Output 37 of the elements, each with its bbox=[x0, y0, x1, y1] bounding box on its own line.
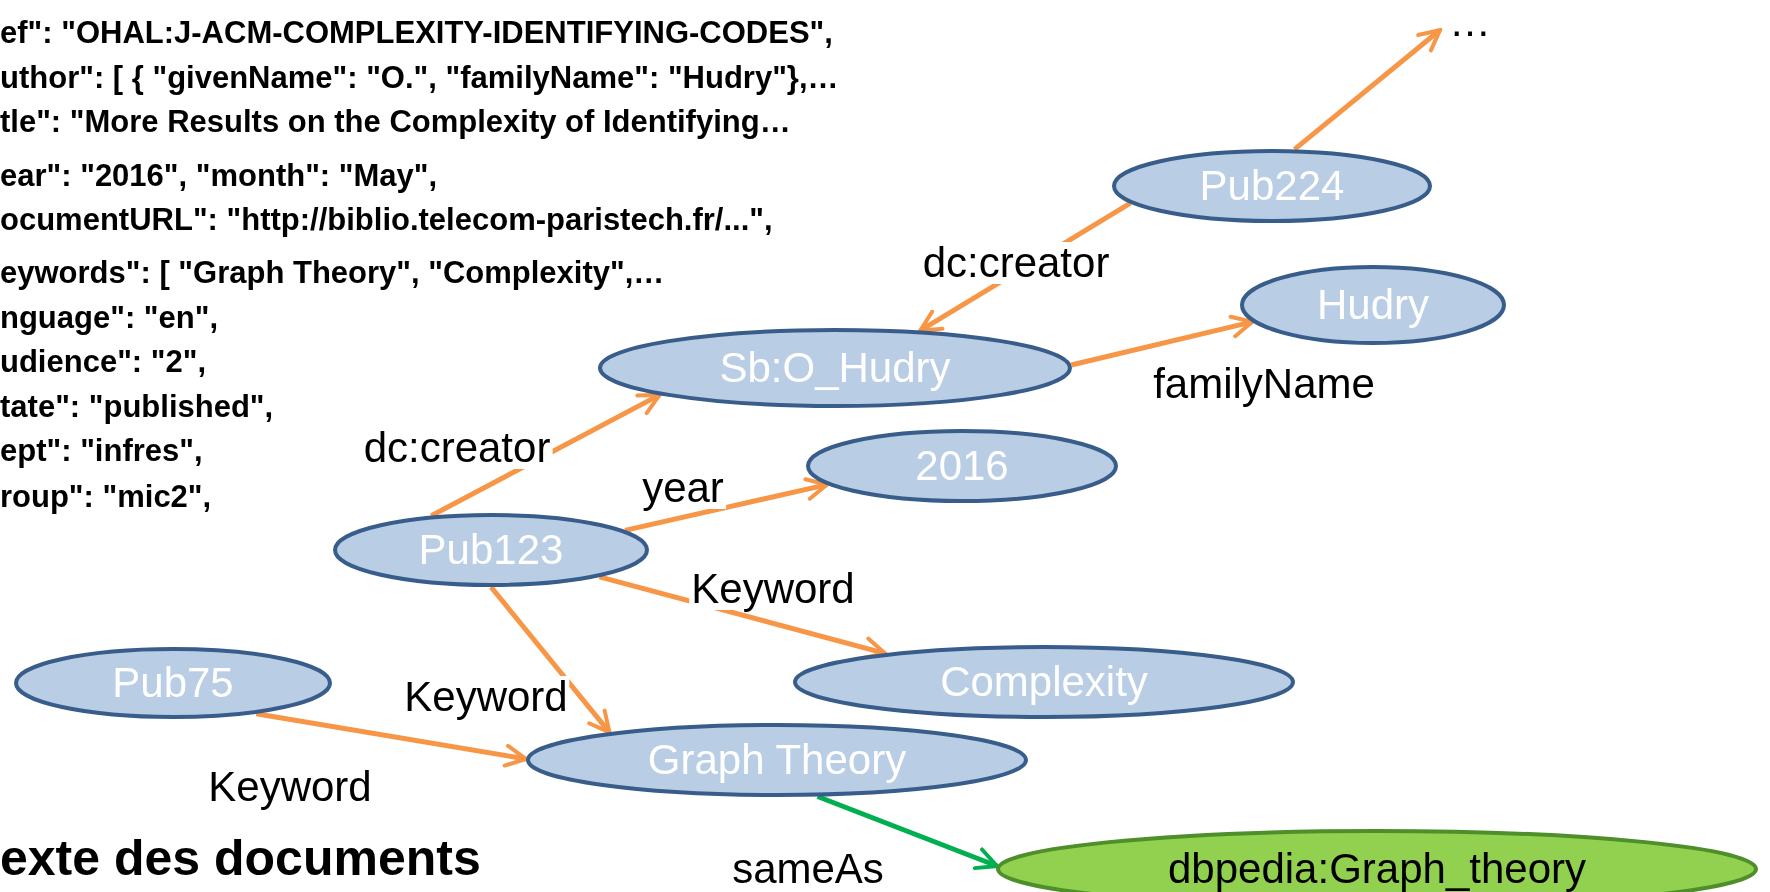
ellipse-node bbox=[333, 513, 649, 587]
arrow bbox=[430, 392, 662, 518]
node-label: Pub75 bbox=[112, 662, 234, 704]
node-label: 2016 bbox=[915, 445, 1009, 487]
json-text-line: udience": "2", bbox=[0, 345, 207, 377]
arrow bbox=[624, 477, 830, 533]
ellipsis-text: … bbox=[1440, 2, 1500, 42]
node-label: Sb:O_Hudry bbox=[719, 347, 951, 389]
json-text-line: ept": "infres", bbox=[0, 434, 203, 466]
node-label: Complexity bbox=[940, 661, 1148, 703]
arrow bbox=[816, 794, 1000, 871]
ellipse-node bbox=[526, 723, 1028, 797]
ellipse-node bbox=[14, 647, 332, 719]
json-text-line: nguage": "en", bbox=[0, 301, 219, 333]
arrow bbox=[1292, 28, 1442, 152]
ellipse-node bbox=[598, 328, 1072, 408]
ellipse-node bbox=[806, 429, 1118, 503]
json-text-line: roup": "mic2", bbox=[0, 480, 212, 512]
json-text-line: ear": "2016", "month": "May", bbox=[0, 159, 438, 191]
ellipse-node bbox=[1240, 265, 1506, 345]
node-label: dbpedia:Graph_theory bbox=[1168, 848, 1586, 890]
arrow bbox=[1070, 314, 1255, 368]
json-text-line: ocumentURL": "http://biblio.telecom-paristech.fr/...", bbox=[0, 203, 773, 235]
node-label: Graph Theory bbox=[647, 739, 907, 781]
heading: exte des documents bbox=[0, 833, 481, 883]
ellipse-node bbox=[793, 645, 1295, 719]
ellipse-node bbox=[1112, 149, 1432, 223]
arrow bbox=[489, 585, 612, 735]
json-text-line: ef": "OHAL:J-ACM-COMPLEXITY-IDENTIFYING-CODES", bbox=[0, 16, 833, 48]
json-text-line: uthor": [ { "givenName": "O.", "familyName": "Hudry"},… bbox=[0, 61, 839, 93]
node-label: Hudry bbox=[1316, 284, 1429, 326]
json-text-line: eywords": [ "Graph Theory", "Complexity",… bbox=[0, 256, 665, 288]
node-label: Pub123 bbox=[418, 529, 564, 571]
json-text-line: tate": "published", bbox=[0, 390, 274, 422]
json-text-line: tle": "More Results on the Complexity of Identifying… bbox=[0, 105, 791, 137]
arrow bbox=[255, 711, 529, 768]
node-label: Pub224 bbox=[1199, 165, 1345, 207]
